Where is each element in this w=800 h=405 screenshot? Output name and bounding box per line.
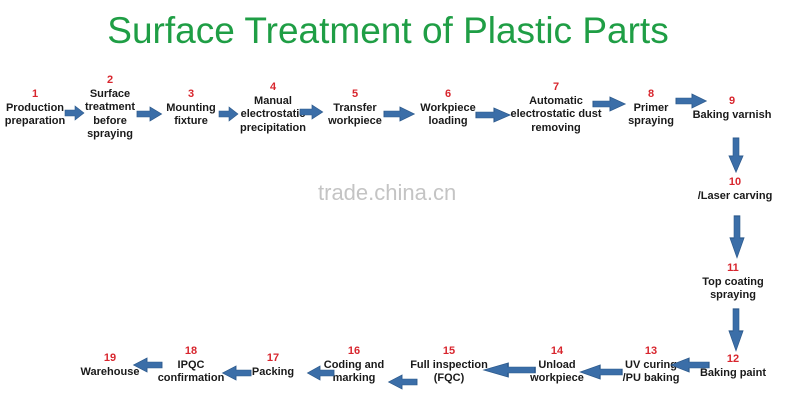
arrow-down-icon bbox=[728, 308, 744, 352]
step-number: 9 bbox=[728, 95, 736, 107]
step-number: 7 bbox=[552, 81, 560, 93]
step-label: IPQC confirmation bbox=[157, 358, 225, 385]
step-number: 18 bbox=[184, 345, 198, 357]
step-label: Unload workpiece bbox=[530, 358, 584, 385]
step-number: 19 bbox=[103, 352, 117, 364]
step-number: 4 bbox=[269, 81, 277, 93]
step-number: 8 bbox=[647, 88, 655, 100]
arrow-down-icon bbox=[728, 137, 744, 173]
step-label: Baking varnish bbox=[692, 108, 772, 121]
step-number: 3 bbox=[187, 88, 195, 100]
arrow-down-icon bbox=[729, 215, 745, 259]
step-number: 6 bbox=[444, 88, 452, 100]
step-10: 10/Laser carving bbox=[665, 176, 800, 203]
step-label: /Laser carving bbox=[697, 189, 773, 202]
step-label: Primer spraying bbox=[628, 101, 674, 128]
step-number: 17 bbox=[266, 352, 280, 364]
step-label: Manual electrostatic precipitation bbox=[239, 94, 306, 134]
diagram-title: Surface Treatment of Plastic Parts bbox=[107, 10, 669, 51]
step-number: 14 bbox=[550, 345, 564, 357]
watermark: trade.china.cn bbox=[318, 180, 457, 205]
step-label: Warehouse bbox=[80, 365, 140, 378]
step-number: 16 bbox=[347, 345, 361, 357]
step-number: 11 bbox=[727, 262, 739, 274]
step-label: Surface treatment before spraying bbox=[84, 87, 136, 141]
step-label: Packing bbox=[251, 365, 295, 378]
step-number: 12 bbox=[726, 353, 740, 365]
step-label: Automatic electrostatic dust removing bbox=[510, 94, 602, 134]
step-number: 5 bbox=[351, 88, 359, 100]
step-label: Production preparation bbox=[4, 101, 66, 128]
step-label: Workpiece loading bbox=[420, 101, 476, 128]
step-label: Full inspection (FQC) bbox=[410, 358, 488, 385]
step-label: Top coating spraying bbox=[702, 275, 764, 302]
step-number: 2 bbox=[106, 74, 114, 86]
step-number: 10 bbox=[728, 176, 742, 188]
step-number: 1 bbox=[31, 88, 39, 100]
step-number: 15 bbox=[442, 345, 456, 357]
step-label: UV curing /PU baking bbox=[622, 358, 680, 385]
step-number: 13 bbox=[644, 345, 658, 357]
step-label: Mounting fixture bbox=[166, 101, 216, 128]
step-label: Transfer workpiece bbox=[328, 101, 382, 128]
